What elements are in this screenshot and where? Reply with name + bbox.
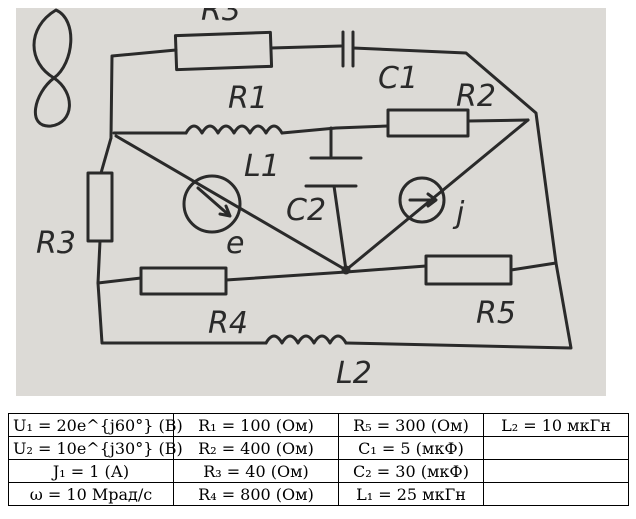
circuit-wires — [32, 8, 573, 350]
cell-empty — [483, 482, 629, 506]
label-r4: R4 — [208, 306, 248, 341]
label-l1: L1 — [244, 149, 280, 184]
cell-empty — [483, 459, 629, 483]
sheet-number-glyph — [32, 8, 73, 128]
label-e: e — [226, 226, 244, 261]
label-r5: R5 — [476, 296, 516, 331]
label-r1: R1 — [228, 81, 268, 116]
label-c1: C1 — [378, 61, 418, 96]
cell-l1: L₁ = 25 мкГн — [338, 482, 484, 506]
label-c2: C2 — [286, 193, 326, 228]
source-j-circle — [398, 176, 446, 224]
cell-c2: C₂ = 30 (мкФ) — [338, 459, 484, 483]
cell-empty — [483, 436, 629, 460]
resistor-r2 — [386, 108, 470, 138]
cell-r3: R₃ = 40 (Ом) — [173, 459, 339, 483]
label-l2: L2 — [336, 356, 372, 391]
table-row: ω = 10 Мрад/с R₄ = 800 (Ом) L₁ = 25 мкГн — [8, 482, 629, 506]
cell-r4: R₄ = 800 (Ом) — [173, 482, 339, 506]
label-r3-top-partial: R3 — [201, 8, 241, 28]
cell-r1: R₁ = 100 (Ом) — [173, 413, 339, 437]
cell-c1: C₁ = 5 (мкФ) — [338, 436, 484, 460]
circuit-photo: R3 R1 C1 R2 L1 C2 R3 e j R4 R5 L2 — [16, 8, 606, 396]
label-j: j — [452, 196, 465, 231]
table-row: U₂ = 10e^{j30°} (В) R₂ = 400 (Ом) C₁ = 5… — [8, 436, 629, 460]
capacitor-c2 — [304, 156, 363, 188]
source-e-circle — [182, 174, 242, 234]
parameters-table: U₁ = 20e^{j60°} (В) R₁ = 100 (Ом) R₅ = 3… — [8, 413, 629, 506]
junction-node — [341, 265, 351, 275]
cell-u1: U₁ = 20e^{j60°} (В) — [8, 413, 183, 437]
inductor-l2 — [264, 334, 348, 345]
label-r2: R2 — [456, 79, 496, 114]
label-r3: R3 — [36, 226, 76, 261]
inductor-l1 — [184, 124, 284, 135]
cell-j1: J₁ = 1 (А) — [8, 459, 174, 483]
cell-omega: ω = 10 Мрад/с — [8, 482, 174, 506]
cell-u2: U₂ = 10e^{j30°} (В) — [8, 436, 183, 460]
paper-background — [16, 8, 606, 396]
cell-l2: L₂ = 10 мкГн — [483, 413, 629, 437]
cell-r2: R₂ = 400 (Ом) — [173, 436, 339, 460]
table-row: U₁ = 20e^{j60°} (В) R₁ = 100 (Ом) R₅ = 3… — [8, 413, 629, 437]
cell-r5: R₅ = 300 (Ом) — [338, 413, 484, 437]
table-row: J₁ = 1 (А) R₃ = 40 (Ом) C₂ = 30 (мкФ) — [8, 459, 629, 483]
